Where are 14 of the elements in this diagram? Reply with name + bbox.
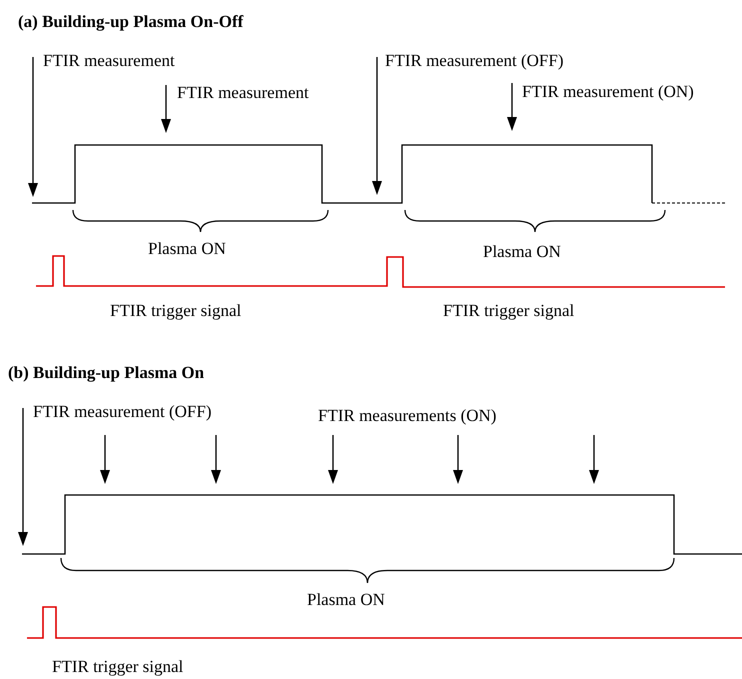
annotation-text: FTIR measurement (177, 83, 309, 103)
annotation-text: FTIR measurement (OFF) (33, 402, 212, 422)
annotation-text: FTIR trigger signal (110, 301, 242, 321)
annotation-text: Plasma ON (307, 590, 385, 610)
annotation-text: FTIR measurement (ON) (522, 82, 694, 102)
annotation-text: FTIR measurement (OFF) (385, 51, 564, 71)
annotation-text: Plasma ON (483, 242, 561, 262)
annotation-text: Plasma ON (148, 239, 226, 259)
annotation-text: FTIR measurement (43, 51, 175, 71)
annotation-text: FTIR trigger signal (443, 301, 574, 321)
panel-heading: (a) Building-up Plasma On-Off (18, 12, 244, 32)
annotation-text: FTIR measurements (ON) (318, 406, 496, 426)
annotation-text: FTIR trigger signal (52, 657, 184, 677)
panel-heading: (b) Building-up Plasma On (8, 363, 204, 383)
